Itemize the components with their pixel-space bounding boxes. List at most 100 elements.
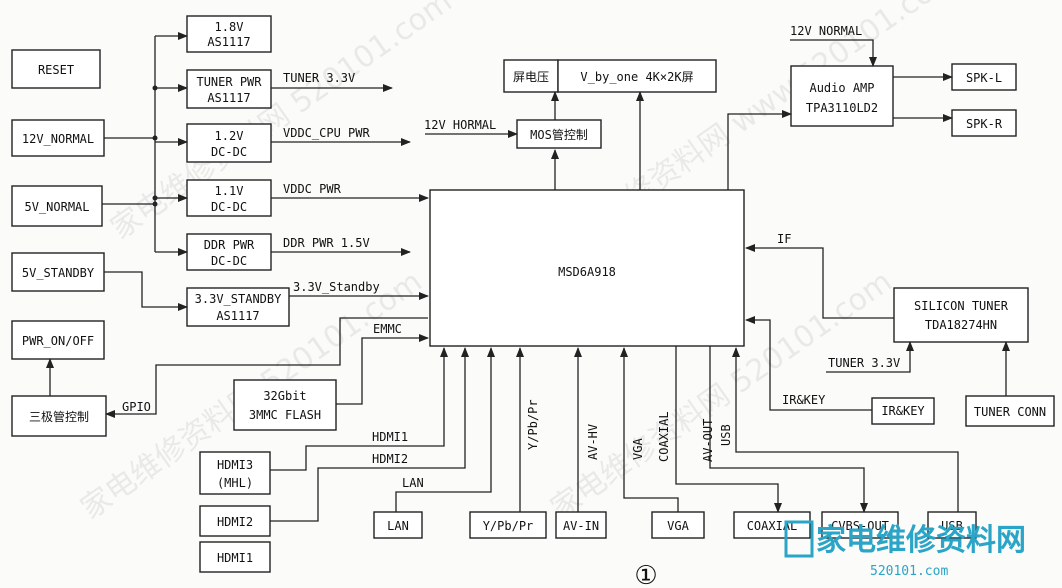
svg-text:Audio AMP: Audio AMP [809, 81, 874, 95]
gpio-label: GPIO [122, 400, 151, 414]
svg-text:家电维修资料网 520101.com: 家电维修资料网 520101.com [105, 0, 459, 247]
svg-text:1.1V: 1.1V [215, 184, 244, 198]
svg-text:AS1117: AS1117 [216, 309, 259, 323]
emmc-label: EMMC [373, 322, 402, 336]
hdmi3-box: HDMI3 (MHL) [199, 451, 271, 495]
tuner-3v3-line [826, 341, 914, 373]
soc-to-amp-line [727, 110, 792, 190]
vga-line [620, 347, 679, 512]
svg-text:DC-DC: DC-DC [211, 145, 247, 159]
svg-text:家电维修资料网: 家电维修资料网 [816, 523, 1026, 558]
irkey-box: IR&KEY [871, 397, 935, 425]
dcdc-1v1-box: 1.1V DC-DC [186, 179, 272, 217]
svg-text:32Gbit: 32Gbit [263, 389, 306, 403]
svg-text:TUNER CONN: TUNER CONN [974, 405, 1046, 419]
svg-text:MOS管控制: MOS管控制 [530, 127, 588, 142]
hdmi2-label: HDMI2 [372, 452, 408, 466]
svg-text:AS1117: AS1117 [207, 91, 250, 105]
svg-text:IR&KEY: IR&KEY [881, 404, 925, 418]
svg-text:PWR_ON/OFF: PWR_ON/OFF [22, 334, 94, 348]
svg-text:DC-DC: DC-DC [211, 200, 247, 214]
12v-normal-box: 12V_NORMAL [11, 119, 105, 157]
emmc-line [336, 334, 429, 405]
svg-text:(MHL): (MHL) [217, 476, 253, 490]
amp-12v-line [790, 39, 877, 67]
svg-text:TDA18274HN: TDA18274HN [925, 318, 997, 332]
svg-text:5V_STANDBY: 5V_STANDBY [22, 266, 95, 280]
spk-r-box: SPK-R [951, 109, 1017, 137]
irkey-label: IR&KEY [782, 393, 826, 407]
coaxial-box: COAXIAL [733, 511, 811, 539]
coaxial-signal-label: COAXIAL [657, 411, 671, 462]
hdmi1-label: HDMI1 [372, 430, 408, 444]
svg-text:1.2V: 1.2V [215, 129, 244, 143]
if-label: IF [777, 232, 791, 246]
spk-l-box: SPK-L [951, 63, 1017, 91]
svg-text:VDDC_CPU PWR: VDDC_CPU PWR [283, 126, 370, 140]
svg-text:VDDC PWR: VDDC PWR [283, 182, 342, 196]
gpio-line [105, 317, 428, 418]
svg-text:VGA: VGA [667, 519, 689, 533]
power-bus [102, 32, 188, 311]
vbyone-panel-box: V_by_one 4K×2K屏 [557, 59, 717, 93]
ypbpr-label: Y/Pb/Pr [526, 399, 540, 450]
tuner-conn-box: TUNER CONN [965, 395, 1055, 427]
svg-text:SPK-L: SPK-L [966, 71, 1002, 85]
svg-text:DDR PWR 1.5V: DDR PWR 1.5V [283, 236, 370, 250]
svg-text:Y/Pb/Pr: Y/Pb/Pr [483, 519, 534, 533]
svg-text:520101.com: 520101.com [870, 564, 948, 579]
svg-text:DDR PWR: DDR PWR [204, 238, 255, 252]
figure-number: ① [634, 561, 657, 588]
ypbpr-box: Y/Pb/Pr [469, 511, 547, 539]
svg-text:12V_NORMAL: 12V_NORMAL [22, 132, 94, 146]
svg-text:3.3V_STANDBY: 3.3V_STANDBY [195, 292, 282, 306]
svg-text:HDMI2: HDMI2 [217, 515, 253, 529]
irkey-line [745, 316, 872, 411]
5v-normal-box: 5V_NORMAL [11, 185, 103, 227]
svg-text:SPK-R: SPK-R [966, 117, 1003, 131]
lan-label: LAN [402, 476, 424, 490]
avout-label: AV-OUT [701, 419, 715, 462]
site-logo: 家电维修资料网 520101.com [784, 520, 1026, 579]
tuner-pwr-box: TUNER PWR AS1117 [186, 69, 272, 109]
audio-amp-box: Audio AMP TPA3110LD2 [790, 65, 894, 127]
svg-text:TUNER 3.3V: TUNER 3.3V [283, 71, 355, 85]
svg-text:TPA3110LD2: TPA3110LD2 [806, 101, 878, 115]
5v-standby-box: 5V_STANDBY [11, 252, 105, 292]
svg-text:1.8V: 1.8V [215, 20, 244, 34]
usb-box: USB [927, 511, 977, 539]
svg-text:V_by_one 4K×2K屏: V_by_one 4K×2K屏 [580, 70, 693, 84]
mos-control-box: MOS管控制 [516, 119, 602, 149]
screen-voltage-box: 屏电压 [503, 59, 559, 93]
hdmi2-line [270, 347, 469, 522]
lan-box: LAN [373, 511, 423, 539]
reset-box: RESET [11, 49, 101, 89]
amp-12v-label: 12V NORMAL [790, 24, 862, 38]
svg-text:5V_NORMAL: 5V_NORMAL [24, 200, 89, 214]
dcdc-1v2-box: 1.2V DC-DC [186, 123, 272, 163]
hdmi1-line [270, 347, 448, 471]
lan-line [395, 347, 495, 512]
pwr-onoff-box: PWR_ON/OFF [11, 320, 105, 360]
emmc-flash-box: 32Gbit 3MMC FLASH [233, 379, 337, 431]
svg-text:3MMC FLASH: 3MMC FLASH [249, 408, 321, 422]
hdmi1-box: HDMI1 [199, 541, 271, 573]
svg-text:AS1117: AS1117 [207, 35, 250, 49]
svg-text:AV-IN: AV-IN [563, 519, 599, 533]
transistor-control-box: 三极管控制 [11, 395, 107, 437]
mos-12v-label: 12V HORMAL [424, 118, 496, 132]
svg-text:HDMI1: HDMI1 [217, 551, 253, 565]
svg-text:LAN: LAN [387, 519, 409, 533]
soc-msd6a918: MSD6A918 [429, 189, 745, 347]
avin-box: AV-IN [555, 511, 607, 539]
coaxial-line [675, 346, 782, 513]
hdmi2-box: HDMI2 [199, 505, 271, 537]
svg-text:USB: USB [941, 519, 963, 533]
cvbs-out-box: CVBS-OUT [821, 511, 899, 539]
svg-text:CVBS-OUT: CVBS-OUT [831, 519, 889, 533]
standby-3v3-box: 3.3V_STANDBY AS1117 [186, 287, 290, 327]
if-line [745, 244, 894, 319]
avhv-label: AV-HV [586, 424, 600, 460]
vga-label: VGA [631, 438, 645, 460]
